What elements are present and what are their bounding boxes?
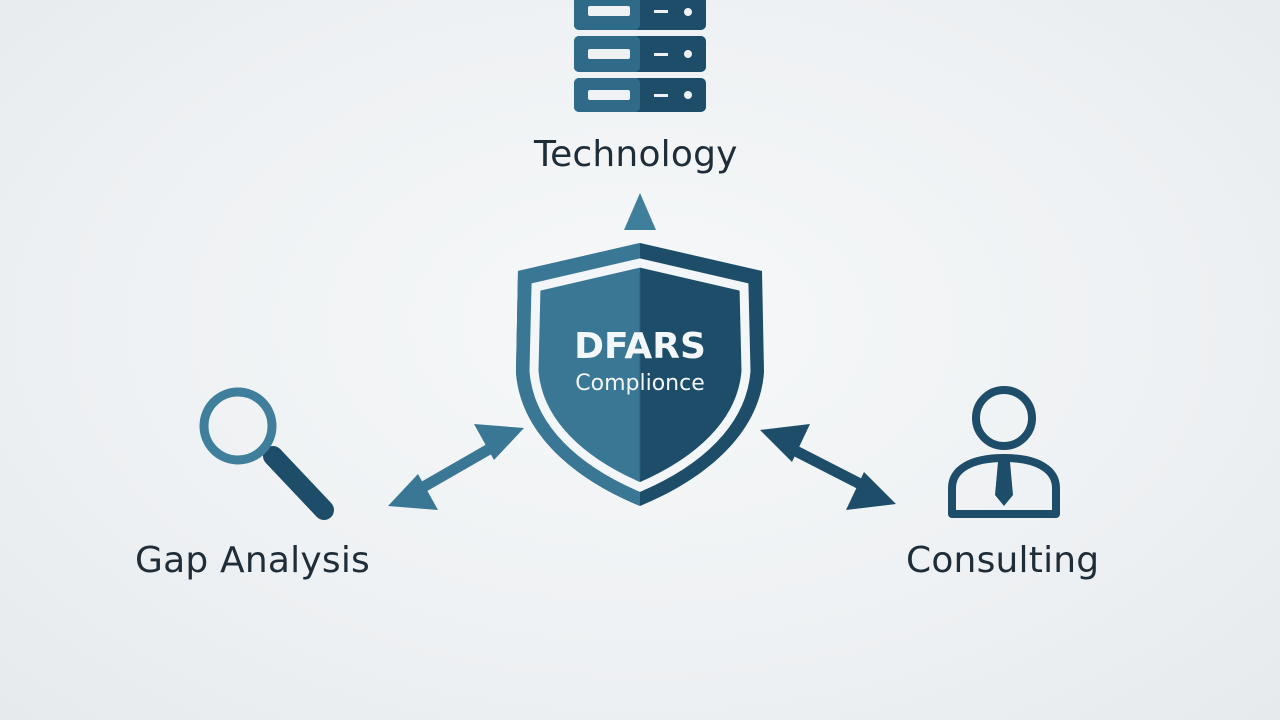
magnifying-glass-icon: [199, 387, 334, 520]
label-technology: Technology: [534, 134, 738, 175]
shield-icon: [516, 243, 764, 506]
shield-title: DFARS: [574, 326, 706, 367]
connector-top-arrow: [624, 193, 656, 230]
shield-subtitle: Complionce: [575, 371, 704, 396]
connector-right-arrow: [760, 424, 896, 510]
connector-left-arrow: [388, 424, 524, 510]
server-rack-icon: [574, 0, 706, 112]
label-gap-analysis: Gap Analysis: [135, 540, 370, 581]
person-with-tie-icon: [948, 386, 1060, 518]
label-consulting: Consulting: [906, 540, 1100, 581]
